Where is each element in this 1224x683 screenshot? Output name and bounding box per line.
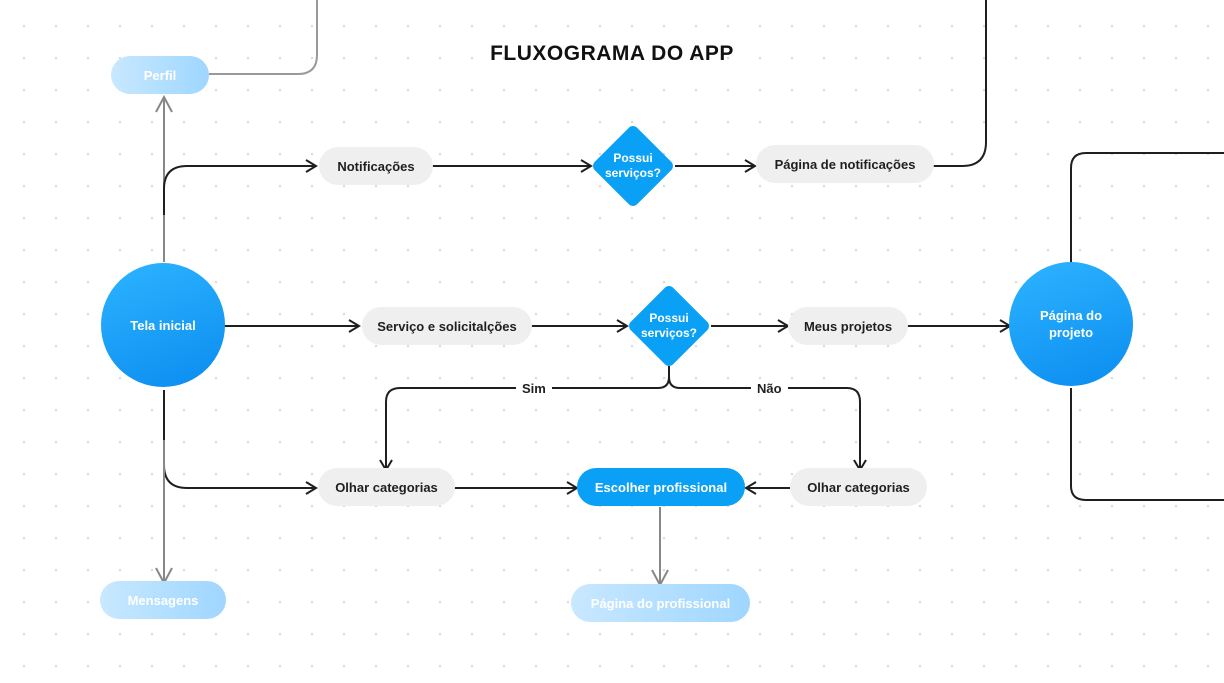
node-perfil[interactable]: Perfil: [111, 56, 209, 94]
branch-nao: [668, 376, 867, 472]
node-notificacoes[interactable]: Notificações: [319, 147, 433, 185]
node-pagina-profissional[interactable]: Página do profissional: [571, 584, 750, 622]
node-mensagens[interactable]: Mensagens: [100, 581, 226, 619]
page-title: FLUXOGRAMA DO APP: [490, 42, 734, 65]
node-servico-solicitacoes[interactable]: Serviço e solicitalções: [362, 307, 532, 345]
node-pagina-projeto[interactable]: Página do projeto: [1009, 262, 1133, 386]
arrow-to-notificacoes: [163, 159, 318, 215]
node-pagina-notificacoes[interactable]: Página de notificações: [756, 145, 934, 183]
line-projeto-bottom: [1070, 388, 1224, 501]
node-olhar-categorias-left[interactable]: Olhar categorias: [318, 468, 455, 506]
node-tela-inicial[interactable]: Tela inicial: [101, 263, 225, 387]
line-projeto-top: [1070, 152, 1224, 262]
arrow-to-olhar-categorias-left: [163, 390, 318, 495]
edge-label-nao: Não: [751, 381, 788, 396]
edge-label-sim: Sim: [516, 381, 552, 396]
node-escolher-profissional[interactable]: Escolher profissional: [577, 468, 745, 506]
decision-top-label: Possui serviços?: [604, 151, 662, 180]
decision-mid-label: Possui serviços?: [640, 311, 698, 340]
node-meus-projetos[interactable]: Meus projetos: [788, 307, 908, 345]
line-notificacoes-top: [933, 0, 987, 167]
node-olhar-categorias-right[interactable]: Olhar categorias: [790, 468, 927, 506]
line-perfil-top: [209, 0, 318, 75]
